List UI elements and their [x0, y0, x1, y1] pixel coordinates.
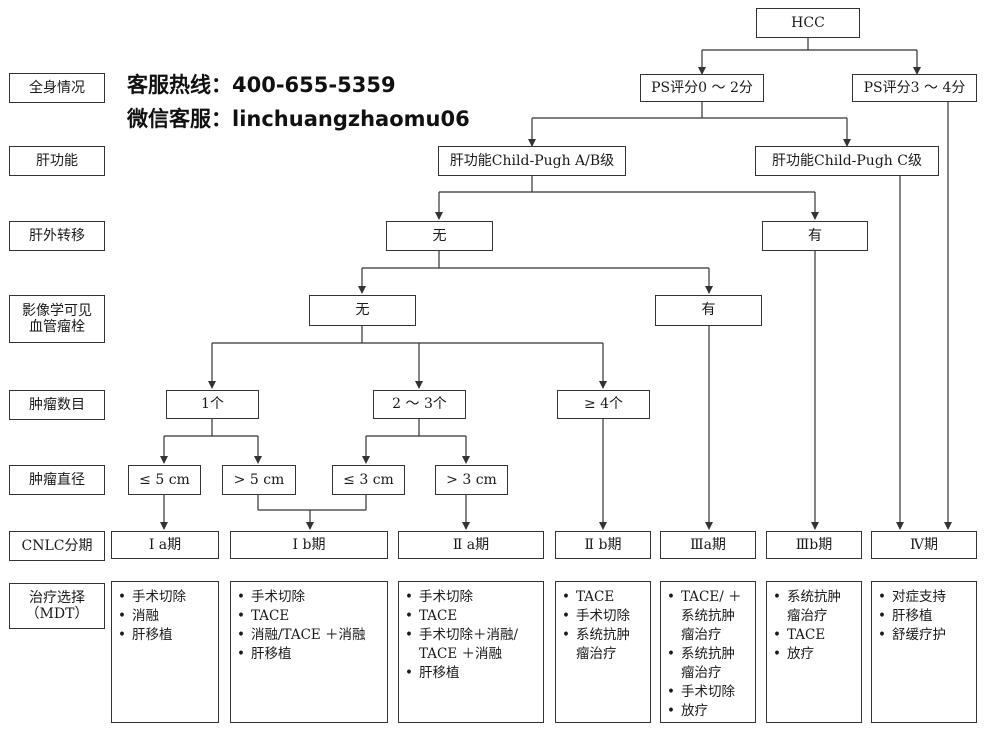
row-label-extrahepatic: 肝外转移 [9, 221, 105, 251]
treatment-item: 消融/TACE ＋消融 [237, 626, 383, 645]
node-size-gt3: > 3 cm [435, 465, 508, 495]
node-count-4-plus: ≥ 4个 [557, 390, 650, 419]
treatment-ib: 手术切除 TACE 消融/TACE ＋消融 肝移植 [230, 581, 388, 723]
node-ps-0-2: PS评分0 ～ 2分 [640, 74, 764, 102]
node-child-pugh-ab: 肝功能Child-Pugh A/B级 [438, 146, 626, 176]
row-label-vascular-line1: 影像学可见 [22, 302, 92, 319]
treatment-list: 手术切除 消融 肝移植 [118, 588, 214, 645]
stage-iib: Ⅱ b期 [555, 531, 651, 559]
treatment-item-continued: 瘤治疗 [681, 665, 722, 681]
treatment-list: TACE/ ＋ 系统抗肿 瘤治疗 系统抗肿 瘤治疗 手术切除 放疗 [667, 588, 751, 721]
treatment-item: 舒缓疗护 [878, 626, 972, 645]
treatment-item: 手术切除 [667, 683, 751, 702]
treatment-item: 手术切除 [562, 607, 646, 626]
treatment-iiib: 系统抗肿 瘤治疗 TACE 放疗 [766, 581, 862, 723]
treatment-item: 对症支持 [878, 588, 972, 607]
treatment-item: TACE [405, 607, 539, 626]
treatment-item: 肝移植 [405, 664, 539, 683]
treatment-item: 手术切除＋消融/ [405, 626, 539, 645]
row-label-tumor-count: 肿瘤数目 [9, 390, 105, 420]
stage-ia: Ⅰ a期 [111, 531, 219, 559]
stage-iv: Ⅳ期 [871, 531, 977, 559]
treatment-item: 消融 [118, 607, 214, 626]
treatment-iia: 手术切除 TACE 手术切除＋消融/ TACE ＋消融 肝移植 [398, 581, 544, 723]
node-child-pugh-c: 肝功能Child-Pugh C级 [755, 146, 939, 176]
wechat-watermark: 微信客服：linchuangzhaomu06 [127, 107, 470, 131]
treatment-item: TACE/ ＋ [667, 588, 751, 607]
row-label-mdt: 治疗选择 （MDT） [9, 583, 105, 629]
treatment-item: 肝移植 [237, 645, 383, 664]
node-size-gt5: > 5 cm [222, 465, 296, 495]
stage-iiib: Ⅲb期 [766, 531, 862, 559]
node-size-le5: ≤ 5 cm [128, 465, 201, 495]
treatment-list: 对症支持 肝移植 舒缓疗护 [878, 588, 972, 645]
node-extrahepatic-yes: 有 [762, 221, 868, 251]
treatment-list: TACE 手术切除 系统抗肿 瘤治疗 [562, 588, 646, 664]
node-size-le3: ≤ 3 cm [332, 465, 405, 495]
treatment-item: 手术切除 [237, 588, 383, 607]
treatment-item-continued: 瘤治疗 [576, 646, 617, 662]
hotline-watermark: 客服热线：400-655-5359 [127, 73, 396, 97]
node-extrahepatic-no: 无 [386, 221, 493, 251]
treatment-item: 肝移植 [118, 626, 214, 645]
row-label-mdt-line1: 治疗选择 [29, 589, 85, 606]
node-vascular-no: 无 [309, 295, 416, 326]
treatment-item: TACE [237, 607, 383, 626]
treatment-item-continued: 系统抗肿 [681, 608, 735, 624]
treatment-iiia: TACE/ ＋ 系统抗肿 瘤治疗 系统抗肿 瘤治疗 手术切除 放疗 [660, 581, 756, 723]
row-label-cnlc: CNLC分期 [9, 531, 105, 561]
row-label-vascular: 影像学可见 血管瘤栓 [9, 295, 105, 343]
node-count-2-3: 2 ～ 3个 [373, 390, 466, 419]
treatment-list: 手术切除 TACE 消融/TACE ＋消融 肝移植 [237, 588, 383, 664]
treatment-iib: TACE 手术切除 系统抗肿 瘤治疗 [555, 581, 651, 723]
node-hcc: HCC [756, 8, 860, 38]
node-count-1: 1个 [166, 390, 259, 419]
stage-iia: Ⅱ a期 [398, 531, 544, 559]
treatment-list: 手术切除 TACE 手术切除＋消融/ TACE ＋消融 肝移植 [405, 588, 539, 683]
stage-iiia: Ⅲa期 [660, 531, 756, 559]
treatment-item-continued: 瘤治疗 [681, 627, 722, 643]
treatment-item: 放疗 [667, 702, 751, 721]
treatment-item: TACE [773, 626, 857, 645]
treatment-item-continued: 瘤治疗 [787, 608, 828, 624]
treatment-item: 手术切除 [118, 588, 214, 607]
treatment-iv: 对症支持 肝移植 舒缓疗护 [871, 581, 977, 723]
treatment-item: 系统抗肿 [773, 588, 857, 607]
row-label-general: 全身情况 [9, 73, 105, 103]
node-vascular-yes: 有 [655, 295, 762, 326]
treatment-list: 系统抗肿 瘤治疗 TACE 放疗 [773, 588, 857, 664]
treatment-item-continued: TACE ＋消融 [419, 646, 502, 662]
row-label-liver: 肝功能 [9, 146, 105, 176]
node-ps-3-4: PS评分3 ～ 4分 [852, 74, 977, 102]
row-label-vascular-line2: 血管瘤栓 [29, 319, 85, 335]
treatment-item: 系统抗肿 [667, 645, 751, 664]
treatment-item: TACE [562, 588, 646, 607]
treatment-ia: 手术切除 消融 肝移植 [111, 581, 219, 723]
treatment-item: 肝移植 [878, 607, 972, 626]
treatment-item: 系统抗肿 [562, 626, 646, 645]
treatment-item: 放疗 [773, 645, 857, 664]
treatment-item: 手术切除 [405, 588, 539, 607]
stage-ib: Ⅰ b期 [230, 531, 388, 559]
row-label-tumor-size: 肿瘤直径 [9, 465, 105, 495]
row-label-mdt-line2: （MDT） [25, 606, 89, 622]
